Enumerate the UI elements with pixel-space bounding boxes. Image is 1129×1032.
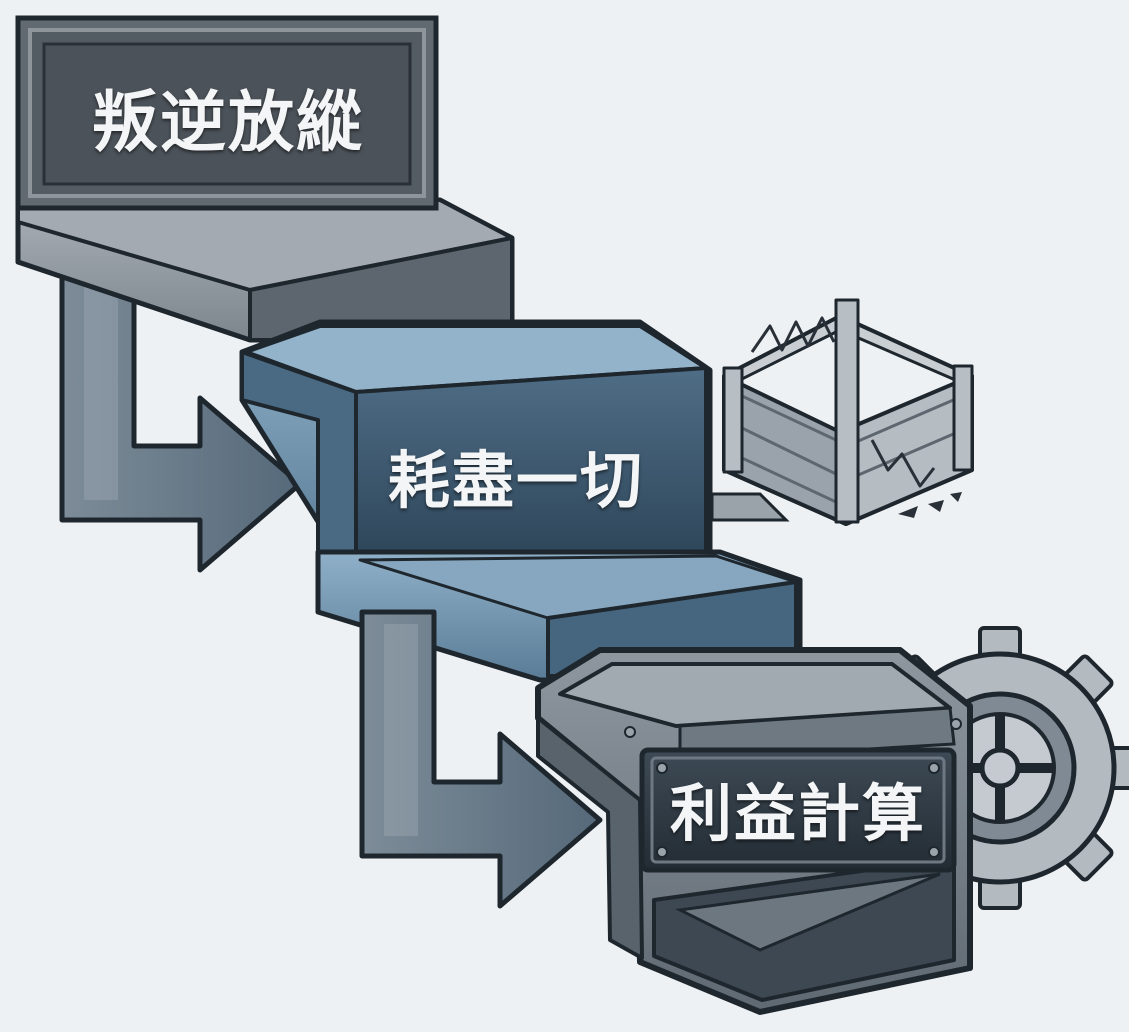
corner-bracket-mark: 「 [1098, 146, 1129, 251]
broken-fence-icon [722, 298, 974, 526]
step-2-label: 耗盡一切 [387, 444, 645, 517]
step-1-block [15, 15, 515, 343]
step-3-block [535, 647, 973, 1015]
connector-arrow-1 [59, 257, 303, 573]
connector-arrow-2 [359, 609, 603, 909]
step-1-label: 叛逆放縱 [92, 84, 364, 161]
step-3-label: 利益計算 [669, 777, 927, 850]
